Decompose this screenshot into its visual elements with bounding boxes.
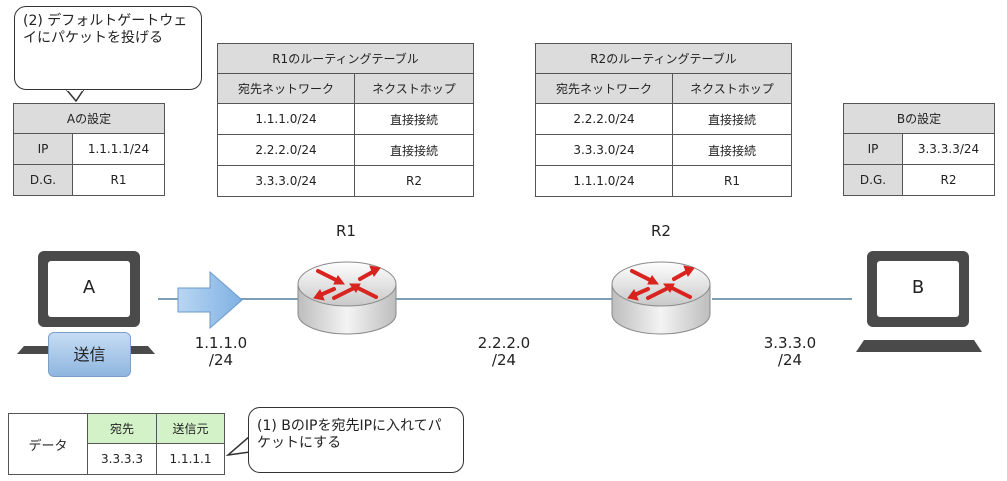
a-ip-label: IP bbox=[13, 133, 73, 165]
data-packet-table: データ 宛先 送信元 3.3.3.3 1.1.1.1 bbox=[8, 413, 225, 475]
r1-row-dest: 1.1.1.0/24 bbox=[217, 103, 355, 135]
r1-row-dest: 2.2.2.0/24 bbox=[217, 134, 355, 166]
router-r2-label: R2 bbox=[651, 222, 671, 240]
r1-row-next: 直接接続 bbox=[354, 134, 474, 166]
data-src-value: 1.1.1.1 bbox=[156, 443, 225, 475]
send-button[interactable]: 送信 bbox=[48, 332, 131, 377]
r2-row-next: R1 bbox=[672, 165, 792, 197]
r1-row-next: R2 bbox=[354, 165, 474, 197]
pc-b-label: B bbox=[911, 277, 925, 298]
network-label-3: 3.3.3.0 /24 bbox=[755, 335, 825, 369]
r2-row-next: 直接接続 bbox=[672, 134, 792, 166]
callout-make-packet: (1) BのIPを宛先IPに入れてパケットにする bbox=[248, 407, 464, 473]
callout-default-gateway: (2) デフォルトゲートウェイにパケットを投げる bbox=[14, 6, 202, 90]
router-r1-icon bbox=[297, 261, 397, 335]
r2-row-dest: 2.2.2.0/24 bbox=[535, 103, 673, 135]
bubble-bottom-tail bbox=[225, 434, 251, 457]
a-ip-value: 1.1.1.1/24 bbox=[72, 133, 165, 165]
data-col-dest: 宛先 bbox=[87, 413, 157, 444]
r1-table-title: R1のルーティングテーブル bbox=[217, 43, 474, 74]
callout-make-packet-text: (1) BのIPを宛先IPに入れてパケットにする bbox=[257, 418, 442, 451]
packet-arrow-icon bbox=[177, 270, 243, 330]
a-dg-label: D.G. bbox=[13, 164, 73, 196]
r2-row-next: 直接接続 bbox=[672, 103, 792, 135]
callout-default-gateway-text: (2) デフォルトゲートウェイにパケットを投げる bbox=[23, 13, 188, 46]
r1-col-dest: 宛先ネットワーク bbox=[217, 73, 355, 104]
r1-routing-table: R1のルーティングテーブル 宛先ネットワークネクストホップ 1.1.1.0/24… bbox=[217, 43, 474, 197]
pc-b-icon bbox=[856, 251, 982, 352]
r1-row-next: 直接接続 bbox=[354, 103, 474, 135]
router-r2-icon bbox=[611, 261, 711, 335]
b-ip-label: IP bbox=[843, 133, 903, 165]
b-dg-value: R2 bbox=[902, 164, 995, 196]
r1-row-dest: 3.3.3.0/24 bbox=[217, 165, 355, 197]
r1-col-next: ネクストホップ bbox=[354, 73, 474, 104]
data-label: データ bbox=[8, 413, 88, 475]
a-dg-value: R1 bbox=[72, 164, 165, 196]
r2-col-next: ネクストホップ bbox=[672, 73, 792, 104]
r2-table-title: R2のルーティングテーブル bbox=[535, 43, 792, 74]
network-3-addr: 3.3.3.0 bbox=[763, 334, 817, 352]
network-1-addr: 1.1.1.0 bbox=[194, 334, 248, 352]
send-button-label: 送信 bbox=[73, 345, 106, 364]
network-2-addr: 2.2.2.0 bbox=[477, 334, 531, 352]
data-dest-value: 3.3.3.3 bbox=[87, 443, 157, 475]
network-1-prefix: /24 bbox=[208, 351, 234, 369]
b-dg-label: D.G. bbox=[843, 164, 903, 196]
router-r1-label: R1 bbox=[336, 222, 356, 240]
b-ip-value: 3.3.3.3/24 bbox=[902, 133, 995, 165]
r2-routing-table: R2のルーティングテーブル 宛先ネットワークネクストホップ 2.2.2.0/24… bbox=[535, 43, 792, 197]
r2-row-dest: 3.3.3.0/24 bbox=[535, 134, 673, 166]
network-label-2: 2.2.2.0 /24 bbox=[469, 335, 539, 369]
pc-a-label: A bbox=[82, 277, 96, 298]
a-settings-title: Aの設定 bbox=[13, 103, 165, 134]
r2-row-dest: 1.1.1.0/24 bbox=[535, 165, 673, 197]
data-col-src: 送信元 bbox=[156, 413, 225, 444]
network-2-prefix: /24 bbox=[491, 351, 517, 369]
network-label-1: 1.1.1.0 /24 bbox=[186, 335, 256, 369]
network-3-prefix: /24 bbox=[777, 351, 803, 369]
b-settings-title: Bの設定 bbox=[843, 103, 995, 134]
r2-col-dest: 宛先ネットワーク bbox=[535, 73, 673, 104]
